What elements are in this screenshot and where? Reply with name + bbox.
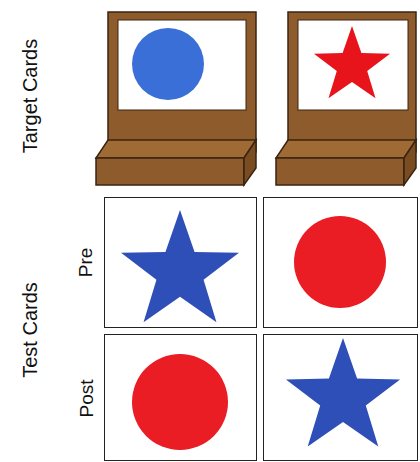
test-card	[105, 335, 257, 461]
red-star	[314, 26, 390, 98]
axis-label: Pre	[76, 247, 95, 277]
axis-label: Test Cards	[20, 282, 40, 378]
blue-circle	[132, 28, 204, 100]
red-circle	[132, 354, 228, 450]
blue-star	[286, 338, 400, 447]
test-card	[264, 335, 418, 461]
axis-label: Target Cards	[20, 39, 40, 154]
red-circle	[294, 216, 386, 308]
test-card	[264, 198, 418, 328]
axis-label: Post	[77, 379, 96, 417]
card-holder	[96, 12, 256, 185]
card-holder	[276, 12, 416, 185]
blue-star	[121, 210, 239, 322]
test-card	[105, 198, 257, 328]
